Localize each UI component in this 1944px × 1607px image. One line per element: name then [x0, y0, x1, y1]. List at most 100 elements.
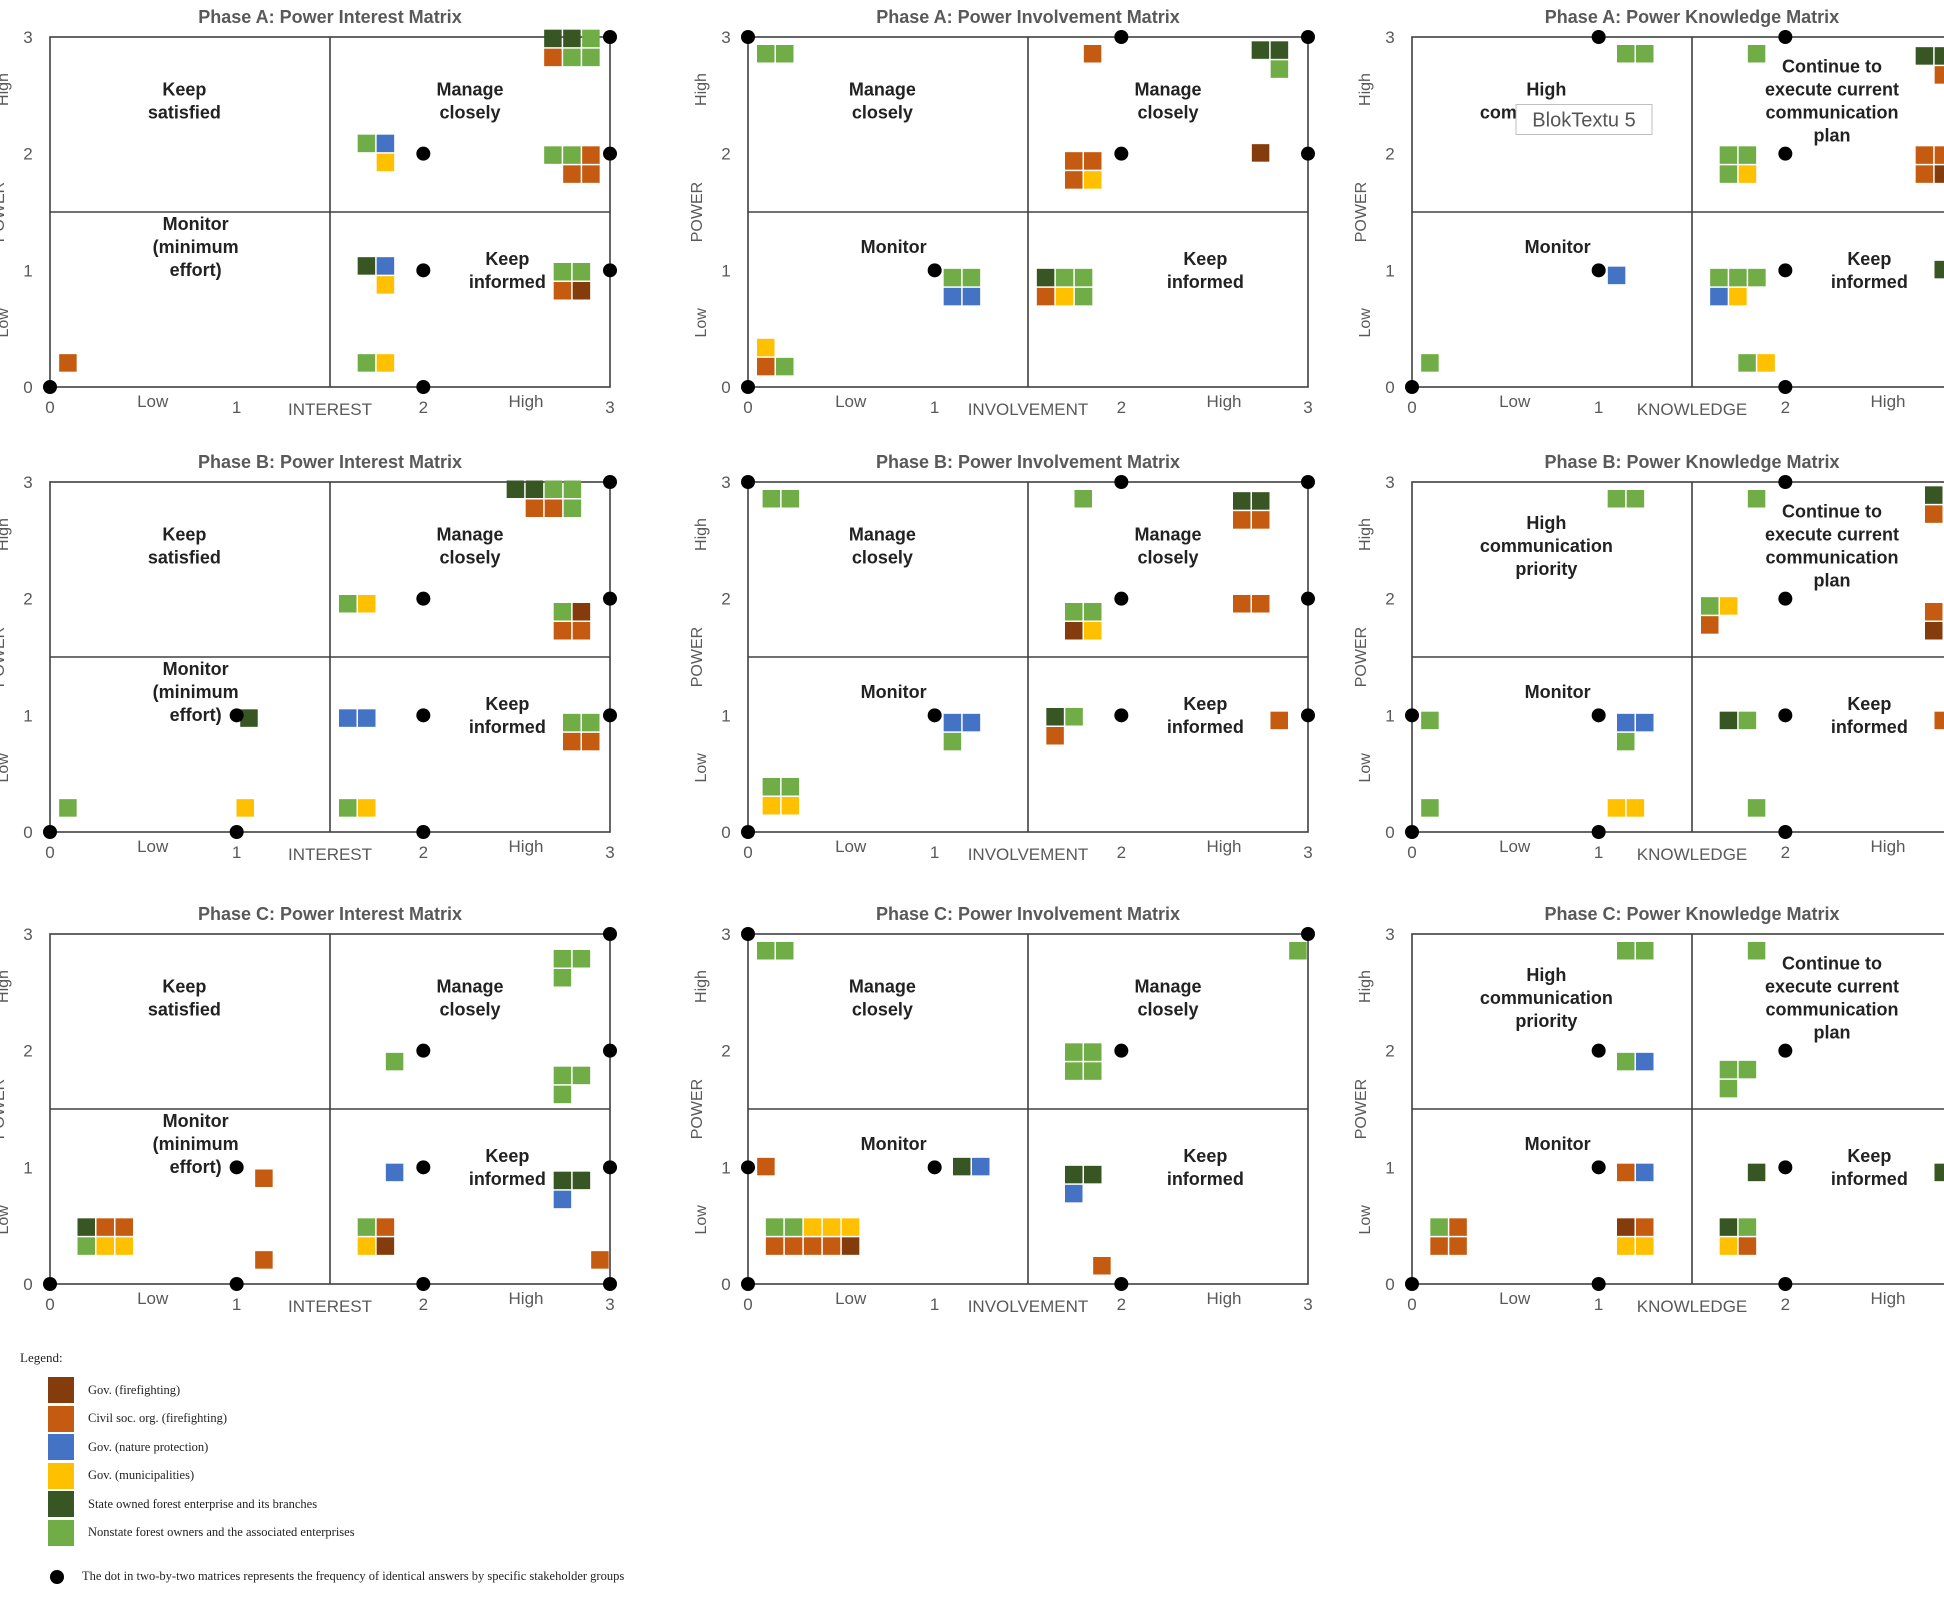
quadrant-label: informed	[469, 272, 546, 292]
stakeholder-square	[1270, 60, 1289, 78]
stakeholder-square	[1046, 708, 1064, 726]
stakeholder-square	[784, 1237, 803, 1255]
stakeholder-square	[822, 1237, 841, 1255]
stakeholder-square	[1065, 1165, 1083, 1184]
frequency-dot	[416, 1277, 431, 1291]
stakeholder-square	[1636, 1052, 1654, 1071]
quadrant-label: informed	[1167, 272, 1244, 292]
text-box-label: BlokTextu 5	[1532, 110, 1635, 132]
stakeholder-square	[563, 732, 581, 751]
y-tick-label: 1	[23, 1158, 32, 1177]
stakeholder-square	[1636, 1218, 1654, 1236]
y-axis-low-label: Low	[693, 1205, 710, 1235]
y-tick-label: 2	[23, 145, 32, 164]
x-axis-title: INTEREST	[288, 1297, 372, 1316]
quadrant-label: Monitor	[1525, 237, 1591, 257]
quadrant-label: closely	[852, 548, 913, 568]
quadrant-label: closely	[852, 103, 913, 123]
frequency-dot	[603, 591, 617, 606]
x-tick-label: 3	[605, 843, 614, 862]
y-tick-label: 0	[721, 1275, 730, 1294]
stakeholder-square	[1719, 1060, 1738, 1079]
stakeholder-square	[553, 1171, 572, 1190]
stakeholder-square	[1915, 47, 1934, 65]
stakeholder-square	[1719, 1218, 1738, 1236]
frequency-dot	[1591, 30, 1606, 44]
quadrant-label: Monitor	[1525, 682, 1591, 702]
stakeholder-square	[1270, 41, 1289, 59]
stakeholder-square	[1701, 597, 1719, 615]
stakeholder-square	[572, 603, 591, 621]
stakeholder-square	[376, 1218, 395, 1236]
quadrant-label: closely	[439, 548, 500, 568]
frequency-dot	[603, 708, 617, 723]
x-tick-label: 1	[930, 398, 939, 417]
y-tick-label: 3	[1385, 28, 1394, 47]
frequency-dot	[1301, 475, 1315, 489]
x-tick-label: 0	[743, 1295, 752, 1314]
stakeholder-square	[1084, 622, 1102, 640]
stakeholder-square	[1233, 595, 1251, 613]
matrix-panel: Phase A: Power Knowledge Matrix00112233L…	[1353, 7, 1944, 419]
legend-swatch	[48, 1519, 74, 1546]
stakeholder-square	[582, 713, 600, 732]
stakeholder-square	[776, 45, 794, 63]
x-axis-low-label: Low	[137, 837, 169, 856]
y-tick-label: 3	[1385, 925, 1394, 944]
matrix-panel: Phase B: Power Involvement Matrix0011223…	[689, 452, 1315, 864]
frequency-dot	[43, 380, 57, 394]
quadrant-label: communication	[1480, 536, 1613, 556]
panel-title: Phase C: Power Interest Matrix	[198, 904, 462, 924]
stakeholder-square	[553, 1190, 572, 1209]
frequency-dot	[1778, 146, 1793, 161]
stakeholder-square	[96, 1218, 114, 1236]
x-axis-low-label: Low	[1499, 1289, 1531, 1308]
x-axis-title: INTEREST	[288, 845, 372, 864]
y-axis-low-label: Low	[0, 308, 12, 338]
stakeholder-square	[553, 950, 572, 968]
x-tick-label: 2	[1117, 843, 1126, 862]
y-tick-label: 0	[23, 823, 32, 842]
stakeholder-square	[1748, 268, 1766, 287]
frequency-dot	[416, 591, 431, 606]
x-tick-label: 2	[419, 1295, 428, 1314]
quadrant-label: Keep	[1847, 249, 1891, 269]
y-tick-label: 1	[721, 1158, 730, 1177]
legend-label: State owned forest enterprise and its br…	[88, 1496, 318, 1511]
stakeholder-square	[376, 1237, 395, 1255]
stakeholder-square	[1747, 799, 1766, 817]
legend-item: Gov. (nature protection)	[20, 1433, 624, 1462]
quadrant-label: Keep	[485, 1146, 529, 1166]
x-axis-title: KNOWLEDGE	[1637, 845, 1748, 864]
frequency-dot	[1778, 708, 1793, 723]
stakeholder-square	[1738, 146, 1757, 164]
stakeholder-square	[1074, 268, 1093, 287]
stakeholder-square	[255, 1169, 273, 1187]
frequency-dot	[1591, 825, 1606, 839]
stakeholder-square	[962, 713, 981, 732]
y-tick-label: 0	[721, 378, 730, 397]
stakeholder-square	[1055, 268, 1074, 287]
legend-swatch	[48, 1434, 74, 1461]
frequency-dot	[603, 263, 617, 278]
x-tick-label: 3	[1303, 1295, 1312, 1314]
stakeholder-square	[553, 603, 572, 621]
stakeholder-square	[1065, 622, 1083, 640]
quadrant-label: Keep	[1183, 1146, 1227, 1166]
legend-title: Legend:	[20, 1350, 63, 1365]
stakeholder-square	[553, 1085, 572, 1104]
stakeholder-square	[1934, 1163, 1944, 1182]
y-tick-label: 1	[23, 706, 32, 725]
frequency-dot	[1778, 1043, 1793, 1058]
frequency-dot	[229, 1160, 244, 1175]
stakeholder-square	[1065, 708, 1083, 726]
quadrant-label: Keep	[162, 977, 206, 997]
stakeholder-square	[1036, 287, 1055, 306]
frequency-dot	[1778, 591, 1793, 606]
stakeholder-square	[1617, 942, 1635, 960]
frequency-dot	[416, 708, 431, 723]
stakeholder-square	[376, 276, 395, 294]
quadrant-label: closely	[439, 1000, 500, 1020]
stakeholder-square	[1925, 505, 1943, 523]
stakeholder-square	[781, 778, 800, 796]
